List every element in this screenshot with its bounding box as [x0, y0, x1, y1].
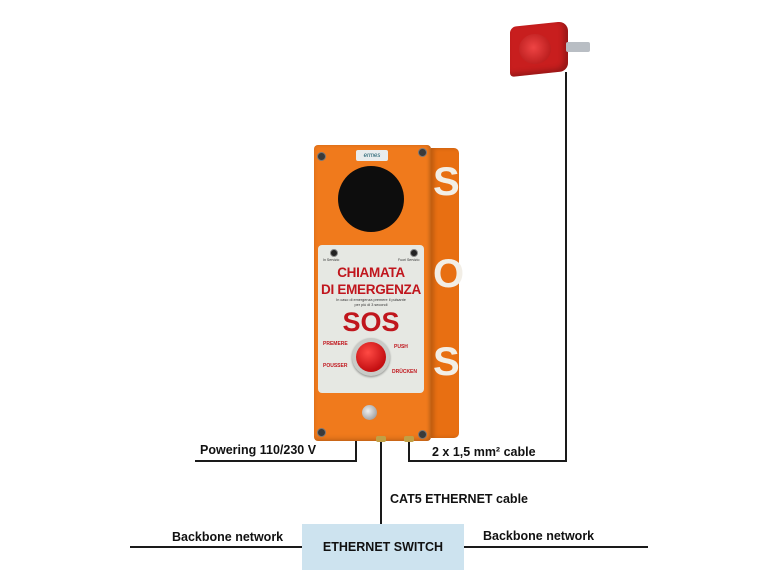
- siren-bracket: [566, 42, 590, 52]
- panel-title-line2: DI EMERGENZA: [321, 282, 421, 297]
- panel-title-line1: CHIAMATA: [337, 265, 405, 280]
- ethernet-switch-label: ETHERNET SWITCH: [322, 540, 444, 554]
- backbone-right-label: Backbone network: [483, 529, 595, 543]
- siren-cable-drop: [408, 440, 410, 462]
- screw-icon: [418, 148, 427, 157]
- led-out-of-service-icon: [410, 249, 418, 257]
- side-letter-o: O: [433, 252, 465, 296]
- cable-gland: [404, 436, 414, 442]
- device-side: [431, 148, 459, 438]
- word-drucken: DRÜCKEN: [392, 369, 417, 375]
- led-out-of-service-label: Fuori Servizio: [398, 258, 420, 262]
- word-push: PUSH: [394, 344, 408, 350]
- power-label: Powering 110/230 V: [200, 443, 317, 457]
- power-cable-vertical: [355, 438, 357, 462]
- sos-push-button[interactable]: [356, 342, 386, 372]
- panel-instruction-line1: In caso di emergenza premere il pulsante: [336, 298, 406, 302]
- side-letter-s1: S: [433, 160, 460, 204]
- power-cable-horizontal: [195, 460, 357, 462]
- cable-gland: [376, 436, 386, 442]
- backbone-left-line: [130, 546, 302, 548]
- led-in-service-icon: [330, 249, 338, 257]
- screw-icon: [317, 152, 326, 161]
- backbone-right-line: [464, 546, 648, 548]
- side-letter-s2: S: [433, 340, 460, 384]
- siren-horn-icon: [519, 34, 551, 64]
- panel-instruction-line2: per più di 3 secondi: [354, 303, 388, 307]
- word-premere: PREMERE: [323, 341, 348, 347]
- panel-sos-text: SOS: [342, 307, 400, 337]
- ethernet-switch: ETHERNET SWITCH: [302, 524, 464, 570]
- screw-icon: [418, 430, 427, 439]
- siren-cable-label: 2 x 1,5 mm² cable: [432, 445, 536, 459]
- siren-cable-horizontal: [408, 460, 567, 462]
- brand-logo: ermes: [356, 150, 388, 161]
- siren-cable-vertical: [565, 72, 567, 462]
- screw-icon: [317, 428, 326, 437]
- key-lock-icon: [362, 405, 377, 420]
- speaker-grille: [338, 166, 404, 232]
- led-in-service-label: In Servizio: [323, 258, 340, 262]
- ethernet-cable-label: CAT5 ETHERNET cable: [390, 492, 528, 506]
- ethernet-cable: [380, 440, 382, 526]
- word-pousser: POUSSER: [323, 363, 348, 369]
- backbone-left-label: Backbone network: [172, 530, 284, 544]
